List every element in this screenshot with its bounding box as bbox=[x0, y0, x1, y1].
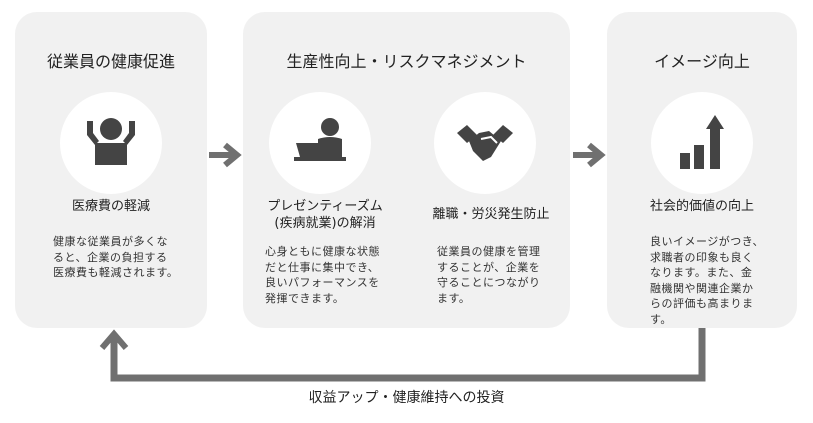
description-line: だと仕事に集中でき、 bbox=[265, 260, 380, 274]
icon-circle bbox=[434, 92, 536, 194]
arrow-right-icon bbox=[573, 142, 606, 168]
description-line: 良いイメージがつき、 bbox=[650, 235, 765, 248]
stage-subtitle: 社会的価値の向上 bbox=[649, 199, 754, 214]
strong-person-icon bbox=[87, 118, 135, 165]
subtitle-line: プレゼンティーズム bbox=[267, 199, 383, 214]
icon-circle bbox=[269, 92, 371, 194]
arrow-right-icon bbox=[209, 142, 242, 168]
stage-subtitle: 医療費の軽減 bbox=[71, 199, 150, 214]
stage-image-improvement: イメージ向上 社会的価値の向上 良いイメージがつき、 求職者の印象も良く なりま… bbox=[607, 12, 797, 328]
description-line: らの評価も高まりま bbox=[650, 297, 754, 310]
description-line: す。 bbox=[650, 312, 672, 326]
stage-subtitle: 離職・労災発生防止 bbox=[432, 207, 550, 222]
description-line: 従業員の健康を管理 bbox=[437, 245, 541, 258]
growth-chart-icon bbox=[680, 115, 724, 169]
stage-productivity: 生産性向上・リスクマネジメント プレゼンティーズム (疾病就業)の解消 心身とも… bbox=[243, 12, 570, 328]
description-line: することが、企業を bbox=[437, 260, 541, 274]
description-line: 守ることにつながり bbox=[437, 276, 541, 289]
stage-title: イメージ向上 bbox=[654, 52, 750, 71]
description-line: 健康な従業員が多くな bbox=[53, 235, 168, 248]
stage-title: 生産性向上・リスクマネジメント bbox=[286, 52, 527, 71]
description-line: なります。また、金 bbox=[650, 266, 753, 279]
description-line: 発揮できます。 bbox=[265, 291, 345, 305]
icon-circle bbox=[651, 92, 753, 194]
description-line: 求職者の印象も良く bbox=[650, 250, 754, 264]
description-line: ます。 bbox=[437, 291, 471, 305]
stage-subtitle: プレゼンティーズム (疾病就業)の解消 bbox=[243, 198, 407, 232]
description-line: 融機関や関連企業か bbox=[650, 281, 754, 295]
handshake-icon bbox=[457, 125, 513, 161]
icon-circle bbox=[60, 92, 162, 194]
description-line: 医療費も軽減されます。 bbox=[53, 266, 179, 279]
stage-description: 良いイメージがつき、 求職者の印象も良く なります。また、金 融機関や関連企業か… bbox=[650, 234, 764, 327]
description-line: ると、企業の負担する bbox=[53, 250, 168, 264]
stage-title: 従業員の健康促進 bbox=[46, 52, 175, 71]
description-line: 心身ともに健康な状態 bbox=[265, 245, 380, 258]
stage-health-promotion: 従業員の健康促進 医療費の軽減 健康な従業員が多くな ると、企業の負担する 医療… bbox=[15, 12, 207, 328]
stage-description: 健康な従業員が多くな ると、企業の負担する 医療費も軽減されます。 bbox=[53, 234, 178, 281]
person-at-laptop-icon bbox=[294, 118, 346, 161]
description-line: 良いパフォーマンスを bbox=[265, 276, 380, 289]
stage-description: 心身ともに健康な状態 だと仕事に集中でき、 良いパフォーマンスを 発揮できます。 bbox=[265, 244, 380, 306]
stage-description: 従業員の健康を管理 することが、企業を 守ることにつながり ます。 bbox=[437, 244, 541, 306]
feedback-label: 収益アップ・健康維持への投資 bbox=[308, 390, 505, 406]
subtitle-line: (疾病就業)の解消 bbox=[274, 216, 376, 231]
